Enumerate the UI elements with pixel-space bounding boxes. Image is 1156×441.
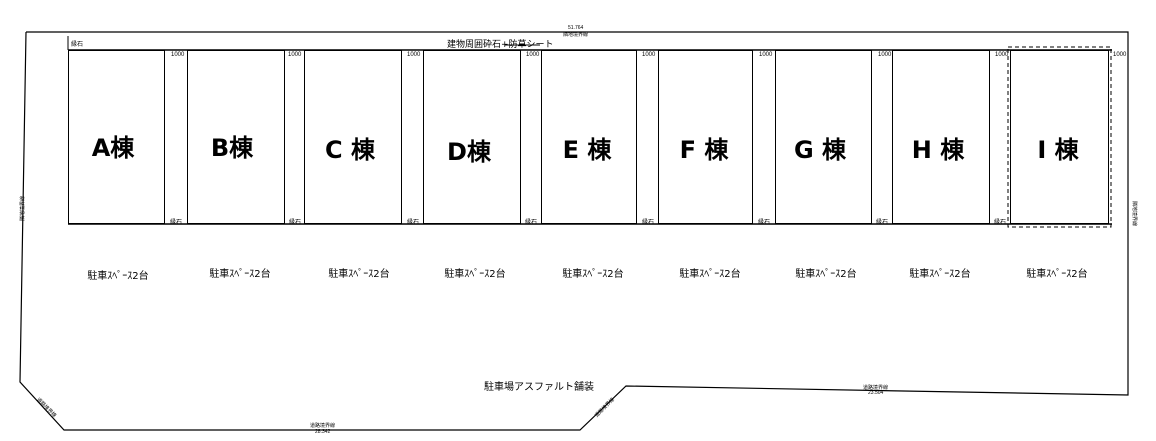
building-label: H 棟 [911,136,965,164]
parking-label: 駐車ｽﾍﾟｰｽ2台 [328,269,390,280]
building-a [68,50,165,224]
spacing-dimension: 1000 [642,52,656,58]
curb-label: 縁石 [525,220,538,226]
curb-label: 縁石 [642,220,655,226]
parking-label: 駐車ｽﾍﾟｰｽ2台 [209,269,271,280]
top-boundary-label: 隣地境界線 [563,32,589,38]
spacing-dimension: 1000 [288,52,302,58]
parking-label: 駐車ｽﾍﾟｰｽ2台 [909,269,971,280]
road-boundary-label-left: 道路境界線 [310,423,336,429]
spacing-dimension: 1000 [878,52,892,58]
building-b [187,50,285,224]
gravel-note: 建物周囲砕石+防草シート [447,40,554,50]
curb-label: 縁石 [758,220,771,226]
parking-label: 駐車ｽﾍﾟｰｽ2台 [1026,269,1088,280]
building-i-dashed-outline [1007,46,1112,228]
parking-label: 駐車ｽﾍﾟｰｽ2台 [87,271,149,282]
building-label: A棟 [91,134,135,162]
spacing-dimension: 1000 [759,52,773,58]
building-label: F 棟 [679,136,729,164]
lot-boundary [19,31,1129,431]
curb-label: 縁石 [876,220,889,226]
building-label: E 棟 [562,136,612,164]
road-boundary-label-right: 道路境界線 [863,385,889,391]
curb-label: 縁石 [71,42,84,48]
building-label: B棟 [210,134,254,162]
spacing-dimension: 1000 [1113,52,1127,58]
curb-label: 縁石 [170,220,183,226]
parking-label: 駐車ｽﾍﾟｰｽ2台 [444,269,506,280]
building-f [658,50,753,224]
spacing-dimension: 1000 [171,52,185,58]
curb-label: 縁石 [407,220,420,226]
road-boundary-dim-left: 28.342 [315,429,331,435]
building-g [775,50,872,224]
spacing-dimension: 1000 [995,52,1009,58]
asphalt-label: 駐車場アスファルト舗装 [484,382,594,393]
building-h [892,50,990,224]
parking-label: 駐車ｽﾍﾟｰｽ2台 [679,269,741,280]
building-c [304,50,402,224]
left-boundary-label: 隣地境界線 [20,195,27,222]
building-label: G 棟 [793,136,847,164]
spacing-dimension: 1000 [526,52,540,58]
curb-label: 縁石 [289,220,302,226]
building-label: C 棟 [325,136,375,164]
parking-label: 駐車ｽﾍﾟｰｽ2台 [795,269,857,280]
building-d [423,50,521,224]
building-label: D棟 [447,138,491,166]
top-boundary-dimension: 51.764 [568,25,584,31]
curb-label: 縁石 [994,220,1007,226]
parking-label: 駐車ｽﾍﾟｰｽ2台 [562,269,624,280]
building-label: I 棟 [1037,136,1079,164]
building-e [541,50,637,224]
road-boundary-dim-right: 23.504 [868,390,884,396]
building-i [1010,50,1109,224]
spacing-dimension: 1000 [407,52,421,58]
right-boundary-label: 隣地境界線 [1131,200,1138,227]
